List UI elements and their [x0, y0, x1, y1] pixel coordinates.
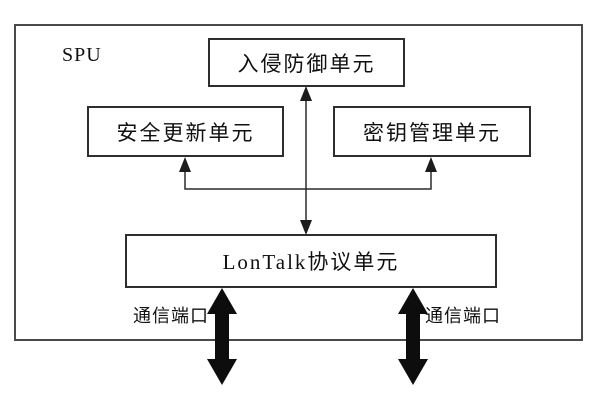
- box-lontalk-protocol-unit: LonTalk协议单元: [125, 234, 497, 288]
- communication-port-label-right: 通信端口: [425, 306, 501, 326]
- box-lontalk-protocol-label: LonTalk协议单元: [222, 250, 400, 274]
- spu-title-label: SPU: [62, 44, 102, 66]
- box-key-management-unit: 密钥管理单元: [333, 106, 531, 157]
- box-intrusion-prevention-label: 入侵防御单元: [237, 51, 376, 76]
- box-intrusion-prevention-unit: 入侵防御单元: [208, 38, 405, 87]
- box-security-update-label: 安全更新单元: [116, 120, 255, 145]
- box-key-management-label: 密钥管理单元: [363, 120, 501, 145]
- communication-port-label-left: 通信端口: [133, 306, 209, 326]
- box-security-update-unit: 安全更新单元: [87, 106, 284, 157]
